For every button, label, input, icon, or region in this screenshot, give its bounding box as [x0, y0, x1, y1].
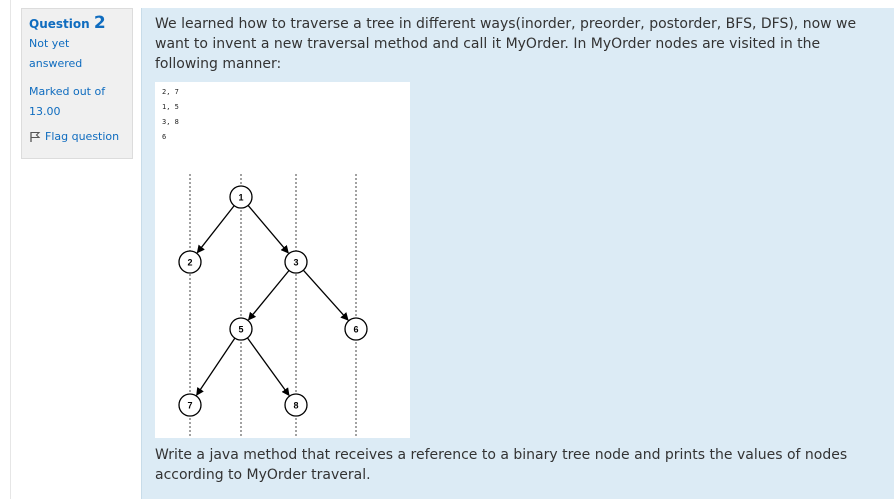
- question-status: Not yet answered: [29, 34, 125, 74]
- node-label: 8: [293, 401, 298, 411]
- question-label: Question: [29, 17, 90, 31]
- flag-question-label: Flag question: [45, 130, 120, 143]
- question-number: 2: [93, 13, 106, 33]
- question-intro-text: We learned how to traverse a tree in dif…: [155, 16, 857, 72]
- node-label: 5: [238, 325, 243, 335]
- visit-order-line: 6: [162, 133, 167, 141]
- tree-edges: [196, 204, 349, 397]
- tree-edge-3-6: [302, 269, 349, 321]
- tree-node-8: 8: [284, 393, 308, 417]
- node-circle: [178, 393, 202, 417]
- tree-figure: 2, 7 1, 5 3, 8 6 1 2 3 5 6 7 8: [155, 82, 410, 438]
- node-label: 3: [293, 258, 298, 268]
- tree-edge-1-2: [196, 205, 235, 254]
- question-marks: Marked out of 13.00: [29, 82, 125, 122]
- tree-node-6: 6: [344, 317, 368, 341]
- binary-tree-diagram: 1 2 3 5 6 7 8: [178, 174, 368, 438]
- node-circle: [284, 250, 308, 274]
- question-header: Question 2: [29, 13, 125, 34]
- visit-order-line: 1, 5: [162, 103, 179, 111]
- node-circle: [344, 317, 368, 341]
- node-label: 2: [187, 258, 192, 268]
- status-line-2: answered: [29, 57, 83, 70]
- flag-question-button[interactable]: Flag question: [29, 130, 125, 144]
- status-line-1: Not yet: [29, 37, 70, 50]
- node-circle: [178, 250, 202, 274]
- node-circle: [229, 317, 253, 341]
- tree-node-3: 3: [284, 250, 308, 274]
- node-label: 1: [238, 193, 243, 203]
- question-content: We learned how to traverse a tree in dif…: [141, 8, 894, 499]
- tree-edge-3-5: [247, 270, 290, 321]
- tree-edge-1-3: [247, 204, 289, 254]
- tree-node-1: 1: [229, 185, 253, 209]
- node-label: 6: [353, 325, 358, 335]
- question-task-text: Write a java method that receives a refe…: [155, 447, 848, 483]
- node-circle: [229, 185, 253, 209]
- visit-order-line: 3, 8: [162, 118, 179, 126]
- flag-icon: [29, 131, 41, 143]
- question-info-panel: Question 2 Not yet answered Marked out o…: [21, 8, 133, 159]
- tree-node-2: 2: [178, 250, 202, 274]
- node-label: 7: [187, 401, 192, 411]
- tree-edge-5-8: [246, 337, 290, 397]
- marks-line-2: 13.00: [29, 105, 61, 118]
- marks-line-1: Marked out of: [29, 85, 106, 98]
- visit-order-list: 2, 7 1, 5 3, 8 6: [162, 85, 179, 145]
- column-guides: [189, 174, 357, 438]
- tree-edge-5-7: [196, 337, 236, 396]
- node-circle: [284, 393, 308, 417]
- visit-order-line: 2, 7: [162, 88, 179, 96]
- tree-nodes: 1 2 3 5 6 7 8: [178, 185, 368, 417]
- tree-node-7: 7: [178, 393, 202, 417]
- tree-node-5: 5: [229, 317, 253, 341]
- left-border: [10, 0, 11, 499]
